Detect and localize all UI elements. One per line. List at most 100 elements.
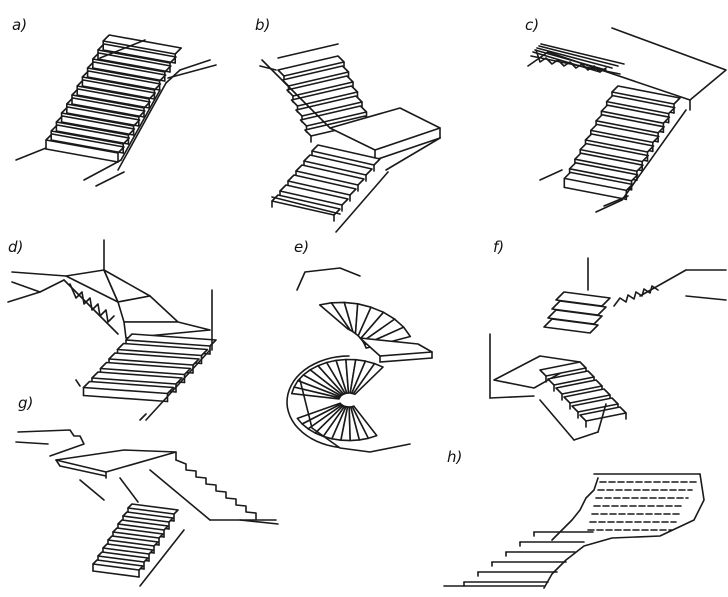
stair-line: [16, 148, 46, 160]
stair-line: [96, 172, 124, 186]
stair-line: [176, 460, 256, 519]
stair-line: [380, 358, 432, 362]
stair-line: [591, 124, 659, 142]
stair-line: [336, 172, 388, 232]
figure-label-g: g): [18, 394, 34, 412]
stair-line: [614, 286, 658, 306]
stair-line: [76, 380, 80, 386]
stair-line: [490, 396, 534, 398]
stair-line: [150, 470, 210, 520]
stair-line: [272, 197, 340, 214]
stair-line: [601, 105, 669, 123]
stair-line: [124, 322, 210, 338]
stair-line: [640, 270, 686, 296]
stair-line: [596, 115, 664, 133]
stair-line: [375, 138, 440, 160]
stair-a-straight-flight: [16, 35, 216, 186]
stair-line: [540, 400, 574, 440]
stair-line: [300, 380, 410, 452]
stair-d-quarter-turn-winders: [8, 240, 216, 420]
stair-line: [103, 544, 153, 554]
stair-e-spiral: [287, 268, 432, 452]
stair-line: [262, 60, 330, 128]
stair-line: [528, 52, 548, 66]
figure-label-e: e): [294, 238, 310, 256]
stair-line: [140, 530, 184, 586]
stair-line: [98, 59, 170, 72]
figure-label-c: c): [525, 16, 540, 34]
stair-line: [287, 356, 349, 447]
stair-line: [123, 512, 173, 522]
stair-line: [100, 40, 145, 58]
stair-line: [84, 396, 168, 402]
stair-line: [180, 60, 210, 70]
stair-line: [552, 478, 598, 540]
stair-line: [8, 292, 40, 302]
stair-line: [574, 432, 598, 440]
stair-line: [46, 149, 118, 162]
stair-line: [16, 442, 48, 444]
stair-line: [101, 363, 191, 375]
stair-line: [67, 113, 139, 126]
stair-line: [12, 280, 64, 292]
figure-label-f: f): [493, 238, 505, 256]
stair-line: [113, 528, 163, 538]
stair-line: [93, 560, 143, 570]
stair-line: [537, 48, 612, 68]
stair-f-quarter-turn-landing: [490, 258, 726, 440]
stair-line: [575, 153, 643, 171]
stair-line: [260, 66, 276, 70]
stair-line: [548, 28, 726, 100]
stair-h-curved-flared: [444, 474, 704, 588]
stair-line: [84, 382, 174, 394]
stair-line: [278, 44, 338, 58]
stair-line: [98, 552, 148, 562]
stair-line: [535, 50, 606, 70]
stair-line: [622, 110, 686, 200]
stair-g-half-turn-landing: [16, 430, 278, 586]
stair-line: [80, 480, 104, 500]
stair-line: [118, 344, 208, 356]
stair-line: [120, 478, 138, 502]
stair-line: [93, 68, 165, 81]
figure-label-a: a): [12, 16, 28, 34]
stair-line: [604, 196, 628, 206]
stair-line: [109, 353, 199, 365]
stair-line: [62, 122, 134, 135]
figure-label-h: h): [447, 448, 463, 466]
stair-line: [82, 86, 154, 99]
stair-line: [108, 536, 158, 546]
stair-line: [118, 520, 168, 530]
stair-line: [533, 52, 600, 72]
stair-line: [541, 44, 624, 64]
stair-line: [168, 65, 216, 78]
figure-label-b: b): [255, 16, 271, 34]
stair-line: [46, 134, 124, 153]
stair-line: [352, 406, 377, 438]
stair-line: [93, 571, 139, 577]
stair-line: [12, 272, 66, 276]
stair-line: [84, 160, 121, 180]
stair-line: [140, 414, 146, 420]
stair-line: [128, 504, 178, 514]
stair-line: [564, 187, 626, 199]
stair-line: [56, 460, 60, 466]
stair-line: [88, 77, 160, 90]
stair-line: [72, 104, 144, 117]
stair-b-two-flight-landing: [260, 44, 440, 232]
stair-line: [586, 134, 654, 152]
stair-line: [121, 90, 160, 160]
stair-line: [612, 86, 680, 104]
stair-line: [540, 170, 562, 180]
stair-line: [126, 334, 216, 346]
stair-line: [146, 350, 210, 420]
stair-line: [18, 430, 84, 456]
stair-line: [297, 268, 360, 290]
stair-line: [386, 138, 440, 170]
stair-line: [544, 319, 598, 333]
stair-line: [70, 284, 114, 322]
stair-line: [118, 296, 178, 322]
stair-line: [607, 96, 675, 114]
stair-line: [596, 200, 622, 212]
